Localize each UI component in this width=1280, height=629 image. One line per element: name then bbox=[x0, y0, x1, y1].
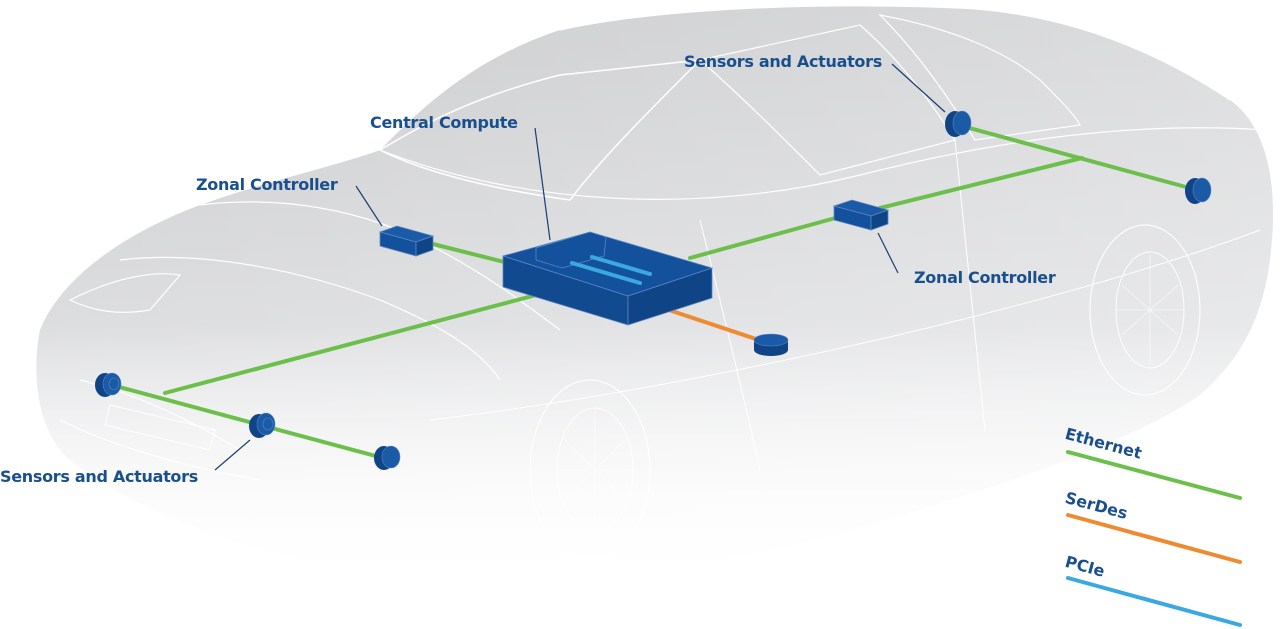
label-sensors-front: Sensors and Actuators bbox=[0, 467, 198, 486]
leader-lines bbox=[214, 63, 946, 471]
zonal-controller-front[interactable] bbox=[378, 225, 435, 257]
ethernet-links bbox=[106, 124, 1199, 460]
sensor-front-left[interactable] bbox=[95, 372, 122, 397]
serdes-sensor[interactable] bbox=[753, 333, 789, 356]
leader-zonal-front bbox=[355, 185, 383, 227]
leader-zonal-rear bbox=[877, 232, 899, 274]
leader-sensors-rear bbox=[891, 63, 946, 113]
ethernet-central-to-rear-zonal bbox=[688, 212, 852, 260]
legend-pcie-line bbox=[1066, 576, 1242, 627]
ethernet-rear-bus bbox=[960, 124, 1199, 192]
label-central-compute: Central Compute bbox=[370, 113, 518, 132]
central-compute-module bbox=[535, 231, 607, 269]
label-zonal-controller-rear: Zonal Controller bbox=[914, 268, 1056, 287]
leader-central-compute bbox=[534, 127, 551, 241]
label-sensors-rear: Sensors and Actuators bbox=[684, 52, 882, 71]
legend-lines bbox=[1066, 450, 1242, 627]
ethernet-rear-zonal-to-rear-bus bbox=[878, 156, 1084, 210]
ethernet-front-bus bbox=[106, 382, 385, 460]
serdes-link bbox=[658, 305, 767, 344]
label-zonal-controller-front: Zonal Controller bbox=[196, 175, 338, 194]
sensor-rear-upper[interactable] bbox=[945, 110, 972, 137]
legend-serdes-line bbox=[1066, 513, 1242, 564]
sensors bbox=[95, 110, 1212, 470]
sensor-front-center[interactable] bbox=[249, 412, 276, 438]
central-compute-side bbox=[627, 267, 713, 326]
leader-sensors-front bbox=[214, 439, 251, 471]
sensor-front-right[interactable] bbox=[374, 445, 401, 470]
legend-ethernet-line bbox=[1066, 450, 1242, 500]
ethernet-central-to-front-bus bbox=[163, 288, 557, 395]
pcie-link-2 bbox=[590, 255, 652, 276]
sensor-rear-lower[interactable] bbox=[1185, 177, 1212, 204]
pcie-link-1 bbox=[570, 261, 642, 285]
central-compute-unit[interactable] bbox=[501, 231, 714, 326]
zonal-controller-rear[interactable] bbox=[832, 199, 890, 231]
